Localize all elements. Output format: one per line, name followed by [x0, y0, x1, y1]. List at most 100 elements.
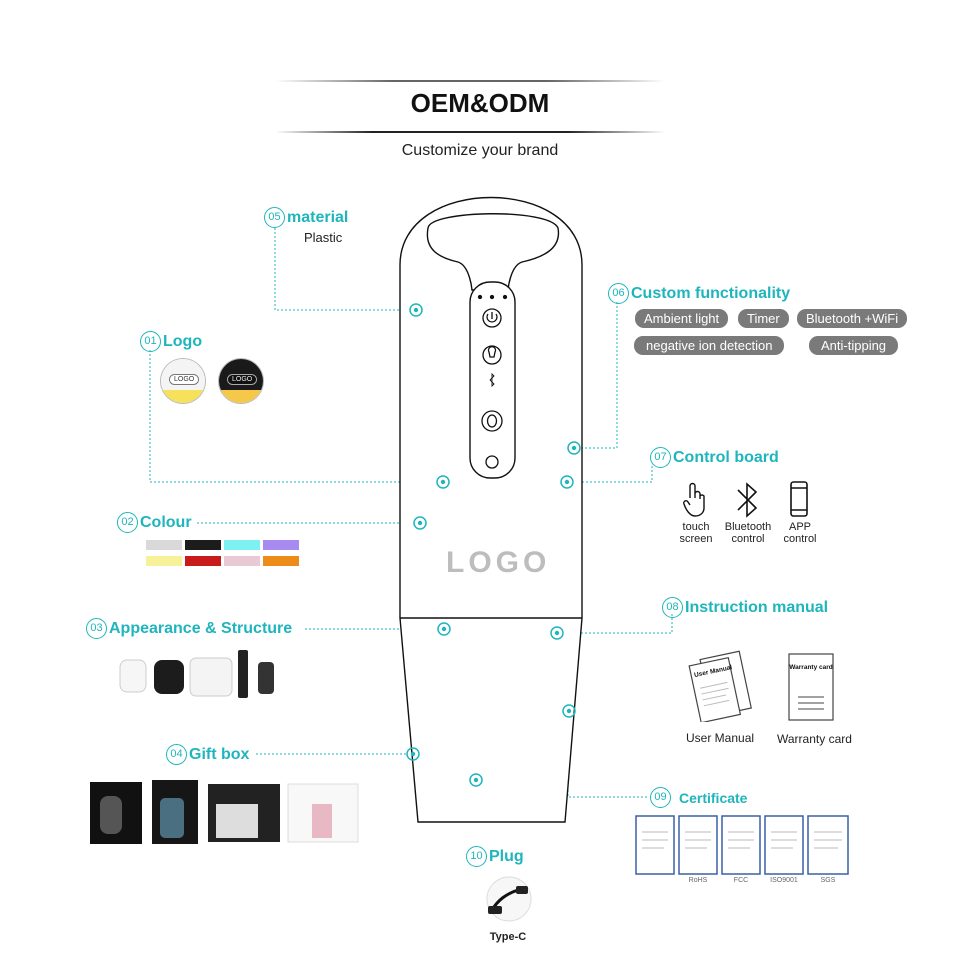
product-top-cavity	[426, 213, 560, 291]
certificate-doc	[721, 815, 761, 875]
section-number: 04	[166, 744, 187, 765]
section-number: 02	[117, 512, 138, 533]
page-subtitle: Customize your brand	[401, 142, 559, 159]
product-logo-text: LOGO	[446, 546, 551, 579]
certificate-label: RoHS	[688, 877, 708, 884]
control-panel-buttons	[477, 294, 508, 469]
section-title: Appearance & Structure	[109, 619, 293, 637]
section-title: Certificate	[679, 789, 748, 806]
pill-bluetooth-wifi: Bluetooth +WiFi	[797, 309, 908, 328]
label-line: touch	[682, 521, 710, 533]
header-divider-top	[275, 80, 665, 82]
hotspots	[406, 303, 581, 787]
control-panel	[469, 281, 516, 479]
pill-anti-tipping: Anti-tipping	[809, 336, 899, 355]
colour-swatch	[185, 556, 221, 566]
section-title: Logo	[163, 332, 203, 350]
section-number: 06	[608, 283, 629, 304]
warranty-card-image: Warranty card	[788, 653, 834, 721]
logo-sample-dark-tag: LOGO	[227, 374, 258, 385]
product-body	[399, 196, 583, 823]
logo-sample-dark: LOGO	[219, 359, 263, 403]
pill-negative-ion: negative ion detection	[634, 336, 785, 355]
section-title: material	[287, 208, 349, 226]
page-title: OEM&ODM	[410, 88, 550, 118]
leader-custom	[580, 302, 618, 449]
certificate-doc	[635, 815, 675, 875]
label-line: APP	[788, 521, 811, 533]
colour-swatch	[185, 540, 221, 550]
section-certificate: 09 Certificate	[650, 787, 747, 808]
colour-swatch	[224, 556, 260, 566]
pill-ambient-light: Ambient light	[635, 309, 729, 328]
section-title: Plug	[489, 847, 524, 865]
certificate-label: SGS	[820, 877, 836, 884]
user-manual-image: User Manual	[688, 650, 752, 722]
variant-tower	[238, 650, 248, 698]
leader-logo	[149, 350, 437, 483]
section-title: Colour	[140, 513, 192, 531]
variant-white-small	[119, 659, 147, 693]
material-value: Plastic	[304, 230, 343, 245]
colour-swatch	[224, 540, 260, 550]
knob	[481, 410, 503, 432]
variant-car	[258, 662, 274, 694]
certificate-doc	[764, 815, 804, 875]
section-number: 05	[264, 207, 285, 228]
leader-control	[573, 466, 653, 483]
gift-box-1	[90, 782, 142, 844]
product-outline	[399, 196, 583, 823]
colour-swatch	[263, 556, 299, 566]
gift-box-images	[90, 780, 359, 844]
variant-white-wall	[189, 657, 233, 697]
warranty-cover-text: Warranty card	[789, 664, 832, 671]
leader-certificate	[567, 718, 648, 798]
section-number: 01	[140, 331, 161, 352]
section-number: 08	[662, 597, 683, 618]
certificate-label: FCC	[733, 877, 749, 884]
certificate-images	[635, 815, 849, 875]
type-c-cable-icon	[486, 876, 532, 922]
warranty-card-label: Warranty card	[777, 732, 852, 746]
variant-black-box	[154, 660, 184, 694]
leader-material	[274, 228, 410, 311]
bluetooth-icon	[737, 482, 758, 518]
label-line: control	[731, 533, 765, 545]
section-title: Instruction manual	[685, 598, 829, 616]
label-line: screen	[679, 533, 713, 545]
section-number: 09	[650, 787, 671, 808]
section-number: 10	[466, 846, 487, 867]
gift-box-4	[287, 783, 359, 843]
colour-swatch	[263, 540, 299, 550]
section-title: Custom functionality	[631, 284, 791, 302]
user-manual-label: User Manual	[686, 731, 755, 745]
certificate-label: ISO9001	[770, 877, 798, 884]
label-line: control	[783, 533, 817, 545]
colour-swatch	[146, 556, 182, 566]
pill-timer: Timer	[738, 309, 789, 328]
section-title: Gift box	[189, 745, 250, 763]
colour-swatch	[146, 540, 182, 550]
logo-sample-light: LOGO	[161, 359, 205, 403]
indicator-ring	[485, 455, 499, 469]
section-title: Control board	[673, 448, 779, 466]
certificate-doc	[807, 815, 849, 875]
control-icons	[683, 481, 808, 518]
phone-icon	[790, 481, 808, 517]
power-button	[482, 308, 502, 328]
touch-hand-icon	[683, 482, 705, 517]
certificate-doc	[678, 815, 718, 875]
gift-box-2	[152, 780, 198, 844]
